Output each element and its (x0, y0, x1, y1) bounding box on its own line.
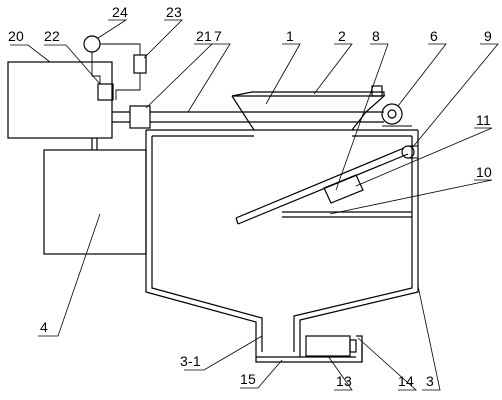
label-10: 10 (476, 164, 492, 180)
leader-7 (187, 43, 231, 113)
support-bar-10 (282, 211, 412, 218)
motor-13-end (349, 339, 357, 353)
leader-11 (355, 127, 493, 187)
sensor-23-wire (100, 43, 141, 55)
hopper-1 (231, 95, 386, 131)
leader-3-1 (184, 335, 263, 371)
vibrator-11 (323, 174, 364, 204)
leader-13 (327, 355, 353, 391)
component-23-wire (115, 73, 141, 100)
leader-21 (145, 43, 213, 109)
leader-1 (265, 43, 301, 105)
housing-3-top (146, 129, 418, 137)
hopper-cover-2 (231, 91, 385, 97)
label-8: 8 (372, 28, 380, 44)
label-24: 24 (112, 4, 128, 20)
label-3: 3 (426, 373, 434, 389)
screen-8 (235, 147, 409, 225)
leader-24 (97, 19, 128, 39)
leader-3 (417, 285, 441, 391)
motor-box-20 (7, 61, 113, 139)
label-7: 7 (214, 28, 222, 44)
label-23: 23 (166, 4, 182, 20)
leader-9 (411, 43, 499, 149)
sensor-24 (83, 35, 101, 53)
label-21: 21 (196, 28, 212, 44)
discharge-pipe (255, 344, 363, 363)
leader-20 (10, 44, 51, 63)
tank-4 (43, 149, 147, 255)
label-20: 20 (8, 28, 24, 44)
roller-6-outer (381, 103, 403, 125)
hopper-lid-block (371, 85, 383, 97)
label-9: 9 (484, 28, 492, 44)
leader-23 (143, 19, 183, 59)
label-3-1: 3-1 (180, 353, 201, 369)
leader-10 (329, 179, 493, 215)
label-14: 14 (398, 373, 414, 389)
box-tank-connector (91, 138, 98, 150)
label-11: 11 (476, 112, 491, 128)
label-6: 6 (430, 28, 438, 44)
leader-14 (357, 337, 418, 391)
shaft-7 (150, 111, 384, 123)
coupling-21 (129, 105, 151, 129)
label-2: 2 (338, 28, 346, 44)
sensor-24-wire (91, 52, 101, 84)
roller-6-inner (387, 109, 397, 119)
bracket-14 (356, 335, 363, 362)
label-1: 1 (286, 28, 294, 44)
label-22: 22 (44, 28, 60, 44)
shaft-stub (112, 111, 130, 123)
leader-22 (44, 44, 101, 85)
leader-6 (397, 43, 447, 107)
housing-3-outer (145, 130, 419, 358)
leader-4 (38, 213, 101, 337)
leader-2 (313, 43, 353, 95)
label-4: 4 (40, 319, 48, 335)
component-22 (97, 83, 114, 101)
label-15: 15 (240, 371, 256, 387)
pivot-9-mount (408, 145, 418, 159)
motor-13 (305, 335, 351, 357)
label-13: 13 (336, 373, 352, 389)
leader-8 (335, 43, 389, 191)
leader-15 (240, 359, 283, 389)
